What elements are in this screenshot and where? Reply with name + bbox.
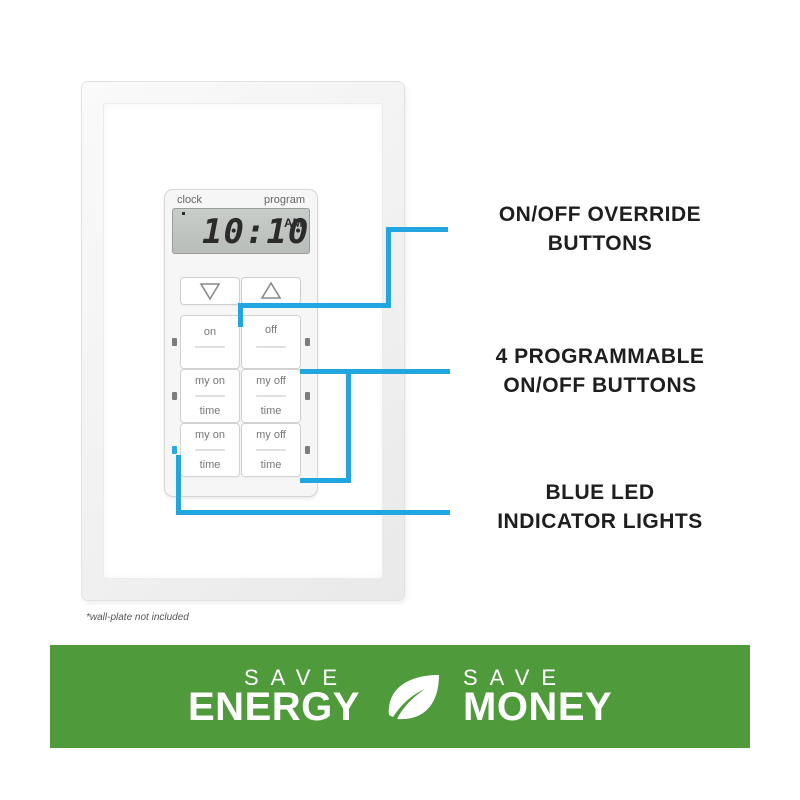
banner-right-big: MONEY <box>463 685 613 729</box>
blue-led-indicator <box>172 446 177 454</box>
lcd-display: 10:10 AM <box>172 208 310 254</box>
callout-programmable-line1: 4 PROGRAMMABLE <box>495 345 705 368</box>
callout-line-override <box>238 305 243 327</box>
banner-right-small: SAVE <box>463 665 569 690</box>
callout-line-programmable <box>346 369 351 483</box>
callout-line-override <box>238 303 390 308</box>
timer-switch: clock program 10:10 AM on off my on time… <box>165 190 317 496</box>
my-off-button-1[interactable]: my off time <box>242 370 300 422</box>
led-indicator <box>305 338 310 346</box>
callout-line-programmable <box>300 369 450 374</box>
callout-override-line1: ON/OFF OVERRIDE <box>498 203 702 226</box>
banner-left-small: SAVE <box>244 665 350 690</box>
footnote: *wall-plate not included <box>86 612 189 623</box>
my-off-label: my off <box>256 375 286 387</box>
led-indicator <box>172 338 177 346</box>
callout-led: BLUE LED INDICATOR LIGHTS <box>455 478 745 536</box>
button-divider <box>256 449 286 451</box>
clock-label: clock <box>177 194 203 206</box>
up-button[interactable] <box>242 278 300 304</box>
time-label: time <box>199 459 221 471</box>
triangle-down-icon <box>199 283 221 301</box>
time-label: time <box>260 405 282 417</box>
lcd-indicator-dot <box>182 212 185 215</box>
my-on-button-2[interactable]: my on time <box>181 424 239 476</box>
my-on-label: my on <box>195 375 225 387</box>
callout-programmable: 4 PROGRAMMABLE ON/OFF BUTTONS <box>455 342 745 400</box>
on-button-label: on <box>203 326 217 338</box>
callout-override: ON/OFF OVERRIDE BUTTONS <box>455 200 745 258</box>
callout-line-led <box>176 510 450 515</box>
callout-line-override <box>386 227 448 232</box>
triangle-up-icon <box>260 281 282 299</box>
off-button-label: off <box>264 324 278 336</box>
time-label: time <box>199 405 221 417</box>
button-divider <box>256 395 286 397</box>
my-on-button-1[interactable]: my on time <box>181 370 239 422</box>
time-label: time <box>260 459 282 471</box>
led-indicator <box>172 392 177 400</box>
button-divider <box>195 346 225 348</box>
callout-line-programmable <box>300 478 351 483</box>
button-divider <box>256 346 286 348</box>
led-indicator <box>305 446 310 454</box>
my-off-button-2[interactable]: my off time <box>242 424 300 476</box>
promo-banner: SAVE ENERGY SAVE MONEY <box>50 645 750 748</box>
callout-override-line2: BUTTONS <box>547 232 653 255</box>
on-button[interactable]: on <box>181 316 239 368</box>
down-button[interactable] <box>181 278 239 304</box>
button-divider <box>195 449 225 451</box>
off-button[interactable]: off <box>242 316 300 368</box>
lcd-ampm: AM <box>284 216 303 230</box>
button-divider <box>195 395 225 397</box>
banner-left-big: ENERGY <box>188 685 360 729</box>
callout-line-led <box>176 455 181 515</box>
led-indicator <box>305 392 310 400</box>
program-label: program <box>264 194 305 206</box>
lcd-time: 10:10 <box>202 212 310 252</box>
leaf-icon <box>388 675 439 720</box>
callout-line-override <box>386 227 391 308</box>
callout-led-line1: BLUE LED <box>545 481 655 504</box>
my-off-label: my off <box>256 429 286 441</box>
my-on-label: my on <box>195 429 225 441</box>
callout-led-line2: INDICATOR LIGHTS <box>497 510 703 533</box>
callout-programmable-line2: ON/OFF BUTTONS <box>503 374 697 397</box>
